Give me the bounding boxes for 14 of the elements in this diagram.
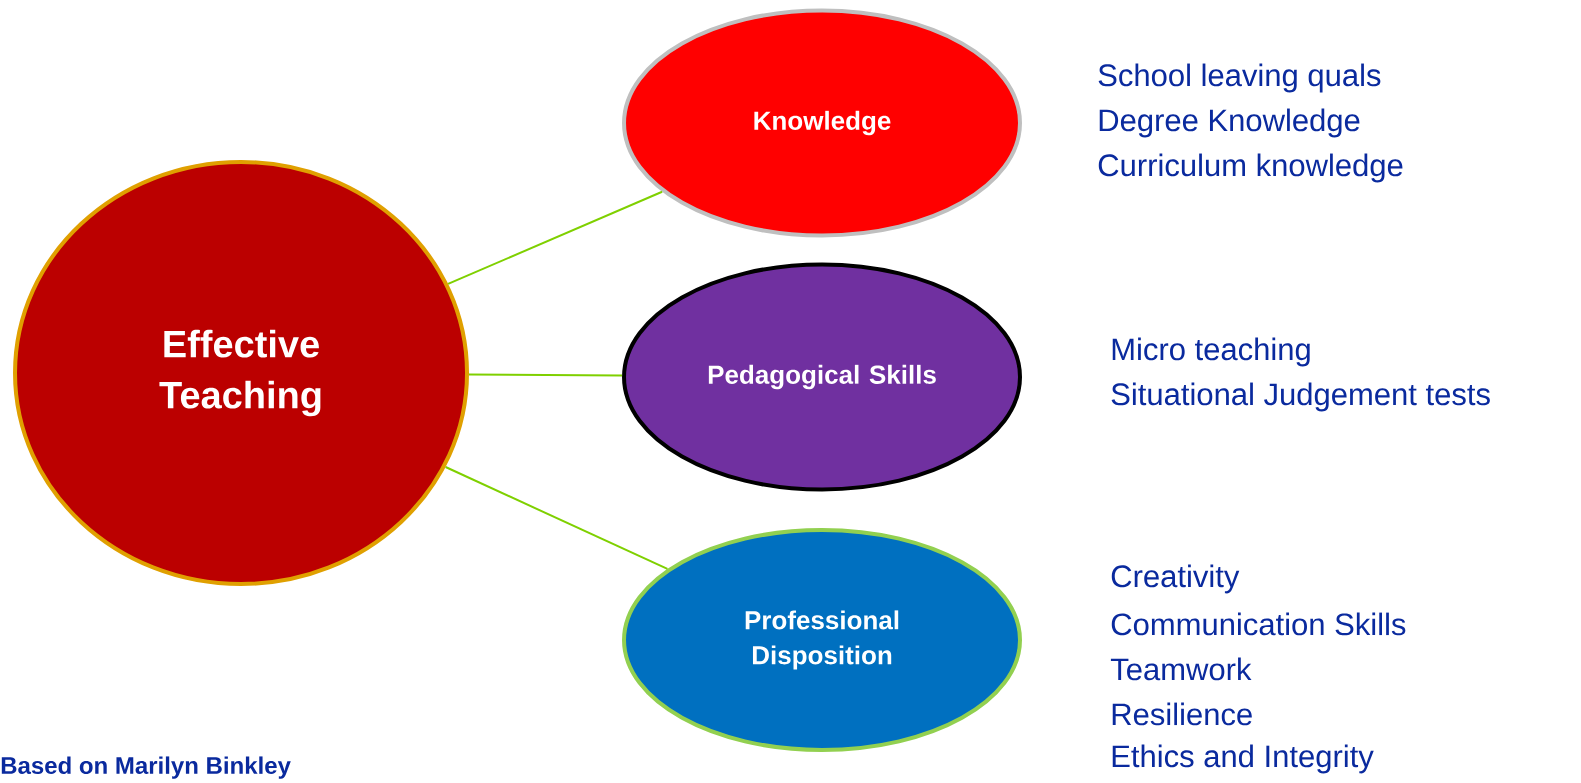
list-item: Teamwork	[1110, 657, 1252, 681]
list-item: Curriculum knowledge	[1098, 153, 1403, 183]
list-item: Situational Judgement tests	[1111, 382, 1490, 412]
list-item: Creativity	[1111, 564, 1240, 594]
list-item: Ethics and Integrity	[1112, 744, 1374, 774]
list-item: Communication Skills	[1111, 612, 1406, 636]
list-item: Micro teaching	[1112, 337, 1310, 367]
list-item: School leaving quals	[1098, 63, 1381, 93]
source-note: Based on Marilyn Binkley	[1, 756, 291, 779]
list-item: Degree Knowledge	[1099, 108, 1360, 138]
list-item: Resilience	[1112, 702, 1252, 726]
connector-line	[468, 373, 624, 377]
connector-line	[447, 190, 664, 285]
connector-line	[444, 466, 669, 570]
